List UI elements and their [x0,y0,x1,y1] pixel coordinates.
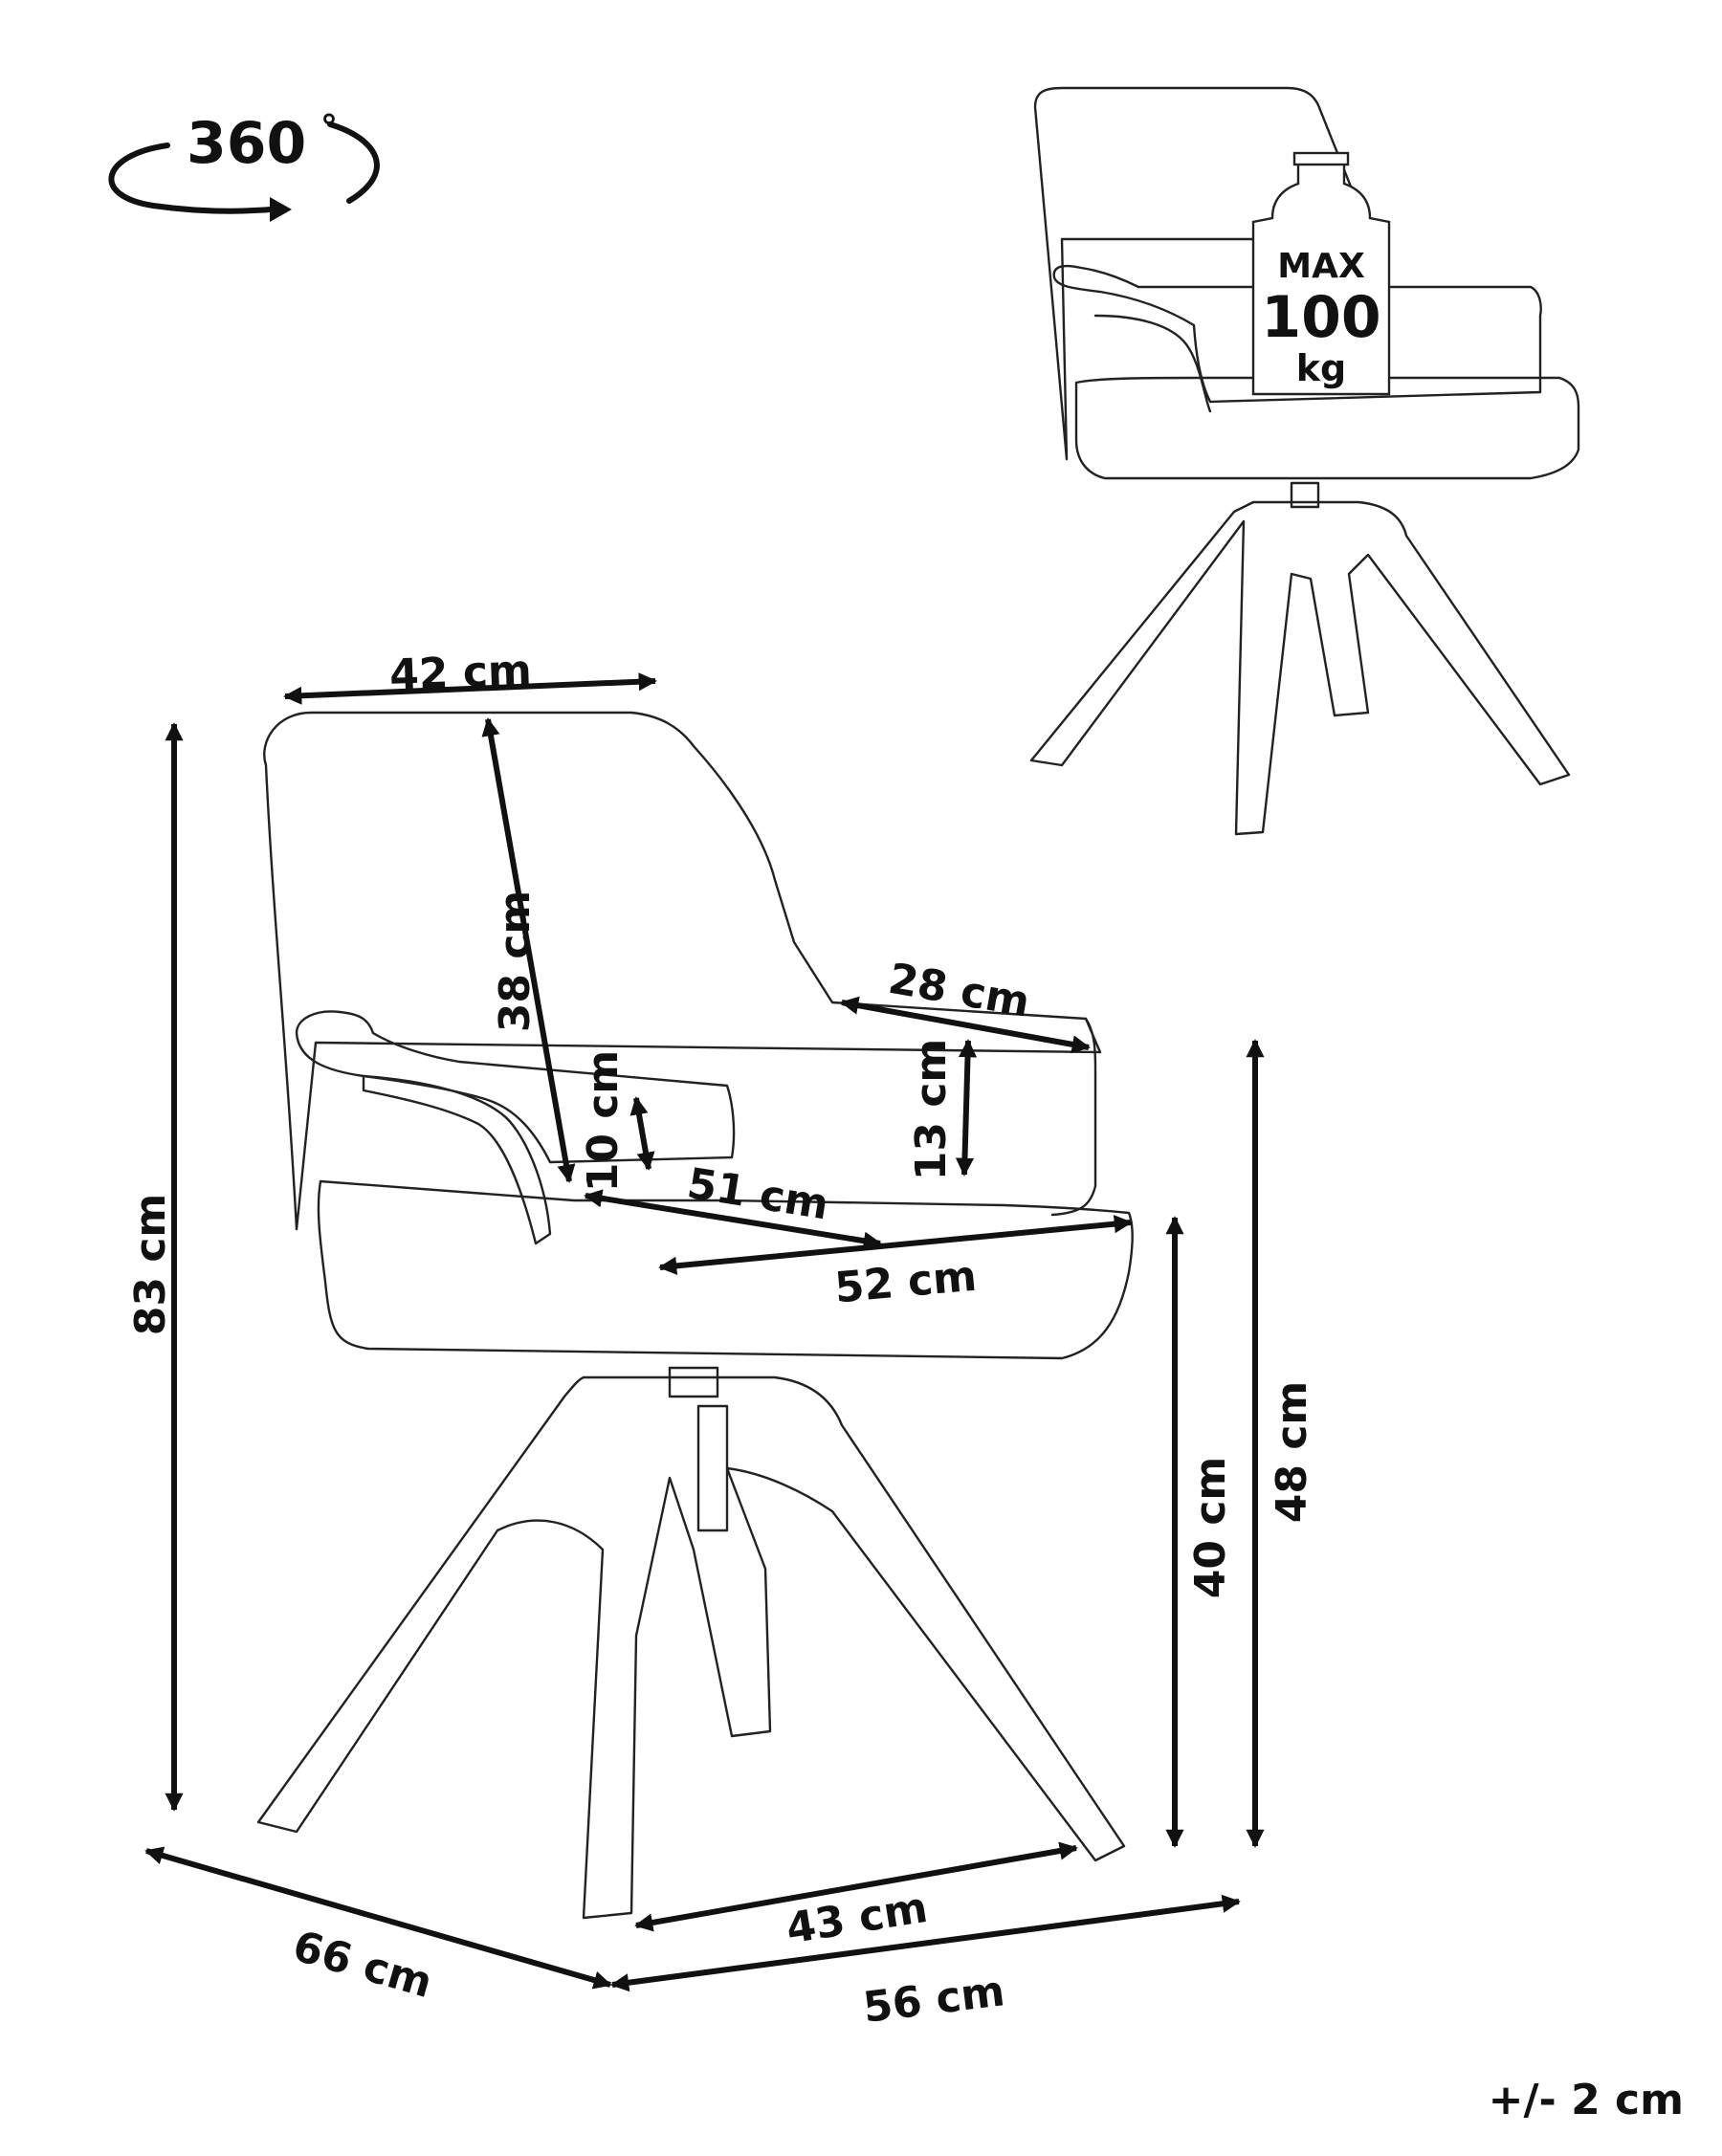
dim-label-armrest-height: 13 cm [907,1039,956,1180]
dim-label-back-height: 38 cm [491,891,540,1032]
small-chair-base [1029,500,1571,836]
dim-label-total-width: 56 cm [860,1967,1007,2033]
dim-arrow-side-height [629,1096,655,1171]
swivel-joint [668,1366,719,1398]
dimension-labels: 42 cm 38 cm 28 cm 13 cm 10 cm 51 cm 52 c… [126,646,1684,2124]
weight-max-label: MAX [1277,247,1365,286]
dim-arrow-seat-width [658,1215,1133,1275]
rotation-value: 360 [187,110,306,177]
rotation-degree-symbol: ° [320,108,338,147]
dim-arrow-back-height [481,717,576,1183]
weight-unit: kg [1296,347,1346,389]
dim-arrow-total-depth [144,1846,612,1990]
small-chair-backrest [1033,86,1380,461]
weight-bottle-outline [1251,156,1391,396]
large-chair-armrest-right [1050,1017,1097,1217]
weight-value: 100 [1261,284,1380,351]
large-chair-armrest-left [295,1010,736,1164]
small-chair-seat [1074,376,1580,480]
large-chair-base [256,1375,1126,1920]
large-chair-illustration [256,711,1134,1920]
dim-arrow-total-width [610,1894,1241,1992]
dim-label-side-height: 10 cm [579,1050,628,1192]
small-chair-illustration: MAX 100 kg [1029,86,1580,836]
dimension-lines [144,672,1265,1992]
dim-label-back-width: 42 cm [388,646,532,699]
dim-arrow-back-width [283,672,657,705]
dim-label-seat-depth: 51 cm [684,1159,832,1230]
dim-label-seat-width: 52 cm [833,1252,979,1313]
dim-arrow-armrest-depth [840,996,1091,1054]
large-chair-backrest [263,711,1102,1231]
dim-label-total-height: 83 cm [126,1194,175,1335]
large-chair-seat [317,1179,1134,1360]
rotation-icon: 360 ° [108,108,380,222]
dim-label-seat-height: 40 cm [1186,1457,1235,1598]
dim-label-armrest-floor-height: 48 cm [1268,1381,1316,1523]
dim-arrow-armrest-height [955,1039,978,1177]
dim-label-total-depth: 66 cm [288,1922,438,2008]
small-chair-armrest [1052,264,1542,404]
tolerance-note: +/- 2 cm [1489,2076,1684,2124]
